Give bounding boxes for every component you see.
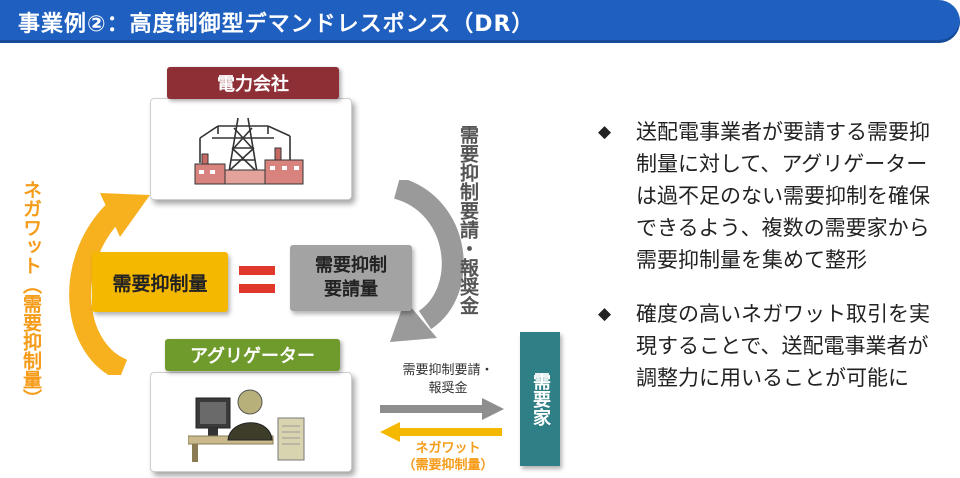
diamond-bullet-icon: ◆ xyxy=(598,304,612,324)
negawatt-arrow-to-aggregator xyxy=(380,422,502,442)
requested-reduction-line2: 要請量 xyxy=(324,279,378,300)
demand-reduction-box: 需要抑制量 xyxy=(92,252,228,312)
request-reward-small-line1: 需要抑制要請・ xyxy=(402,363,494,378)
worker-at-computer-icon xyxy=(188,389,305,462)
diamond-bullet-icon: ◆ xyxy=(598,122,612,142)
header-bar xyxy=(0,0,960,43)
negawatt-vertical-label: ネガワット（需要抑制量） xyxy=(20,180,42,408)
bullet-item: ◆ 確度の高いネガワット取引を実現することで、送配電事業者が調整力に用いることが… xyxy=(598,298,943,394)
requested-reduction-line1: 需要抑制 xyxy=(315,255,387,276)
negawatt-flow-arrow-left xyxy=(69,193,150,375)
aggregator-label: アグリゲーター xyxy=(165,339,340,371)
power-plant-icon xyxy=(194,117,304,185)
requested-reduction-box: 需要抑制 要請量 xyxy=(290,245,412,311)
bullet-text: 確度の高いネガワット取引を実現することで、送配電事業者が調整力に用いることが可能… xyxy=(636,302,930,390)
negawatt-small-line1: ネガワット xyxy=(415,441,481,456)
bullet-text: 送配電事業者が要請する需要抑制量に対して、アグリゲーターは過不足のない需要抑制を… xyxy=(636,120,930,272)
aggregator-panel xyxy=(150,372,352,472)
consumer-box: 需要家 xyxy=(520,332,560,466)
equals-sign-lower xyxy=(239,284,275,293)
page-title: 事業例②：高度制御型デマンドレスポンス（DR） xyxy=(18,12,535,37)
bullet-list: ◆ 送配電事業者が要請する需要抑制量に対して、アグリゲーターは過不足のない需要抑… xyxy=(598,116,943,416)
equals-sign xyxy=(239,266,275,275)
power-company-label: 電力会社 xyxy=(167,67,339,99)
request-arrow-to-consumer xyxy=(380,398,504,420)
request-reward-small-line2: 報奨金 xyxy=(428,381,468,396)
bullet-item: ◆ 送配電事業者が要請する需要抑制量に対して、アグリゲーターは過不足のない需要抑… xyxy=(598,116,943,276)
request-reward-vertical-label: 需要抑制要請・報奨金 xyxy=(457,125,479,315)
negawatt-small-line2: （需要抑制量） xyxy=(402,458,494,473)
